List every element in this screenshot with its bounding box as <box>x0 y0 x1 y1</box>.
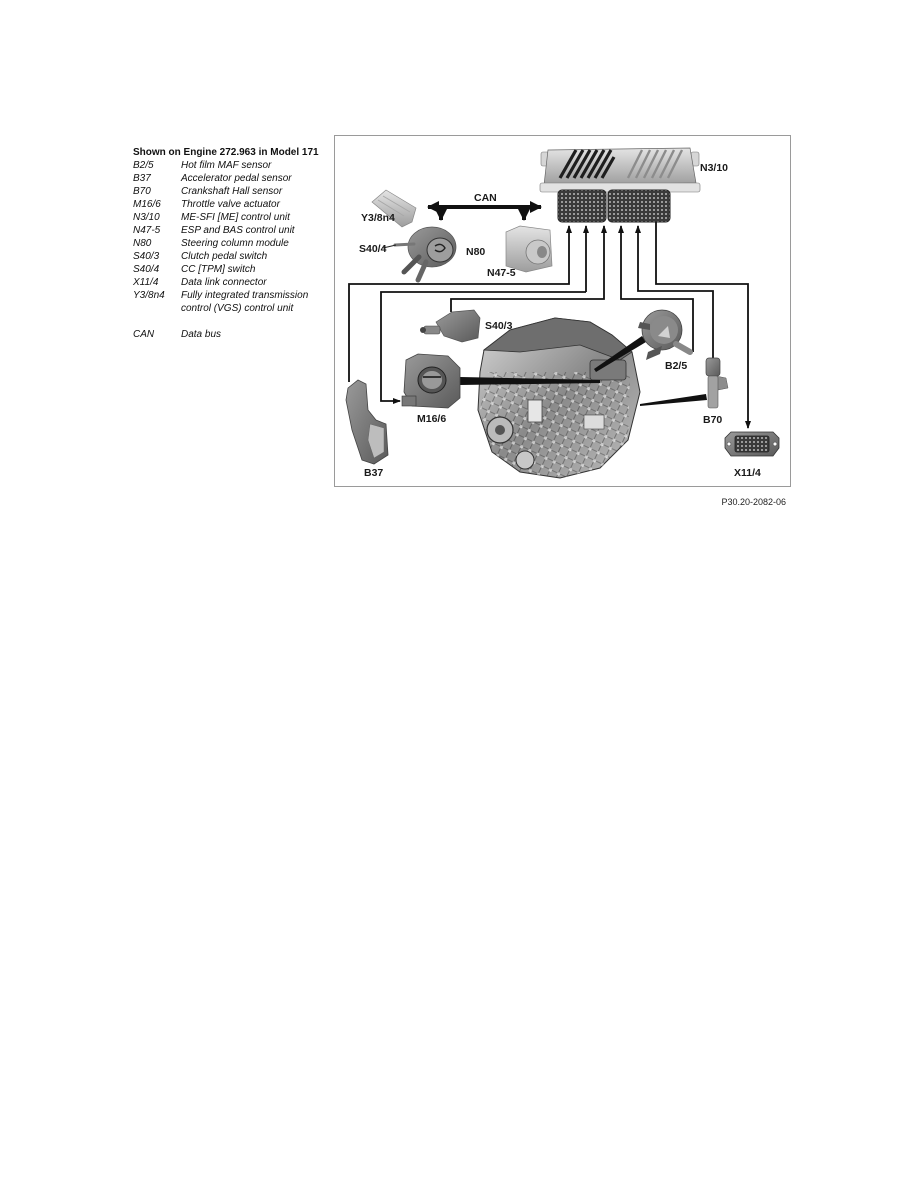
legend-desc: CC [TPM] switch <box>181 264 256 275</box>
legend-row-y3-8n4-continued: control (VGS) control unit <box>133 302 333 315</box>
legend-row-x11-4: X11/4 Data link connector <box>133 276 333 289</box>
legend-code: B70 <box>133 186 151 197</box>
legend-code: B37 <box>133 173 151 184</box>
pointer-m16-6 <box>460 377 600 385</box>
ecu-n3-10: N3/10 <box>539 147 728 223</box>
pointer-b70 <box>640 394 707 406</box>
legend-row-n47-5: N47-5 ESP and BAS control unit <box>133 224 333 237</box>
clutch-pedal-switch-s40-3: S40/3 <box>420 309 513 343</box>
label-b37: B37 <box>364 467 383 479</box>
legend-desc: Hot film MAF sensor <box>181 160 272 171</box>
legend-title: Shown on Engine 272.963 in Model 171 <box>133 147 319 158</box>
legend-code: CAN <box>133 329 155 340</box>
legend-code: B2/5 <box>133 160 154 171</box>
wiring-diagram: N3/10 CAN Y3/8n4 S40/4 N80 N47-5 <box>345 147 780 479</box>
label-m16-6: M16/6 <box>417 413 446 425</box>
pointer-b2-5 <box>594 336 646 372</box>
label-s40-3: S40/3 <box>485 320 513 332</box>
legend-row-s40-3: S40/3 Clutch pedal switch <box>133 250 333 263</box>
legend-desc: ESP and BAS control unit <box>181 225 295 236</box>
label-s40-4: S40/4 <box>359 243 387 255</box>
line-b37 <box>348 225 572 382</box>
line-m16-6-feedback <box>380 291 586 404</box>
line-b70 <box>635 225 714 360</box>
legend-desc: Throttle valve actuator <box>181 199 280 210</box>
signal-lines <box>348 222 751 429</box>
legend-row-b2-5: B2/5 Hot film MAF sensor <box>133 159 333 172</box>
legend-code: X11/4 <box>133 277 159 288</box>
component-legend: Shown on Engine 272.963 in Model 171 B2/… <box>133 146 333 341</box>
legend-desc: Clutch pedal switch <box>181 251 268 262</box>
legend-row-m16-6: M16/6 Throttle valve actuator <box>133 198 333 211</box>
legend-desc: Data bus <box>181 329 222 340</box>
label-b70: B70 <box>703 414 722 426</box>
legend-desc: Data link connector <box>181 277 267 288</box>
line-s40-3 <box>450 225 607 312</box>
data-link-connector-x11-4: X11/4 <box>724 431 780 479</box>
legend-desc: control (VGS) control unit <box>181 303 294 314</box>
legend-code: N47-5 <box>133 225 161 236</box>
throttle-valve-actuator-m16-6: M16/6 <box>401 353 461 425</box>
label-x11-4: X11/4 <box>734 467 761 479</box>
line-x11-4 <box>655 222 751 429</box>
legend-row-b70: B70 Crankshaft Hall sensor <box>133 185 333 198</box>
legend-code: S40/4 <box>133 264 160 275</box>
legend-code: S40/3 <box>133 251 160 262</box>
legend-code: N80 <box>133 238 152 249</box>
can-bus: CAN <box>427 192 542 221</box>
pointer-wedges <box>460 336 707 406</box>
legend-desc: ME-SFI [ME] control unit <box>181 212 290 223</box>
line-b2-5 <box>618 225 694 352</box>
steering-column-module-n80: S40/4 N80 <box>359 226 485 283</box>
legend-desc: Steering column module <box>181 238 289 249</box>
legend-code: M16/6 <box>133 199 161 210</box>
label-y3-8n4: Y3/8n4 <box>361 212 395 224</box>
legend-row-n80: N80 Steering column module <box>133 237 333 250</box>
legend-row-y3-8n4: Y3/8n4 Fully integrated transmission <box>133 289 333 302</box>
label-n3-10: N3/10 <box>700 162 728 174</box>
label-n80: N80 <box>466 246 485 258</box>
label-can: CAN <box>474 192 497 204</box>
label-n47-5: N47-5 <box>487 267 516 279</box>
maf-sensor-b2-5: B2/5 <box>638 309 693 372</box>
legend-code: N3/10 <box>133 212 160 223</box>
legend-row-s40-4: S40/4 CC [TPM] switch <box>133 263 333 276</box>
legend-row-can: CAN Data bus <box>133 328 333 341</box>
label-b2-5: B2/5 <box>665 360 687 372</box>
legend-code: Y3/8n4 <box>133 290 165 301</box>
legend-desc: Accelerator pedal sensor <box>181 173 292 184</box>
transmission-control-unit-y3-8n4: Y3/8n4 <box>361 189 417 228</box>
engine-illustration <box>477 317 641 479</box>
accelerator-pedal-sensor-b37: B37 <box>345 379 389 479</box>
legend-row-b37: B37 Accelerator pedal sensor <box>133 172 333 185</box>
legend-desc: Fully integrated transmission <box>181 290 309 301</box>
figure-id: P30.20-2082-06 <box>721 497 786 507</box>
legend-desc: Crankshaft Hall sensor <box>181 186 283 197</box>
crankshaft-sensor-b70: B70 <box>703 357 729 426</box>
legend-row-n3-10: N3/10 ME-SFI [ME] control unit <box>133 211 333 224</box>
esp-control-unit-n47-5: N47-5 <box>487 225 553 279</box>
